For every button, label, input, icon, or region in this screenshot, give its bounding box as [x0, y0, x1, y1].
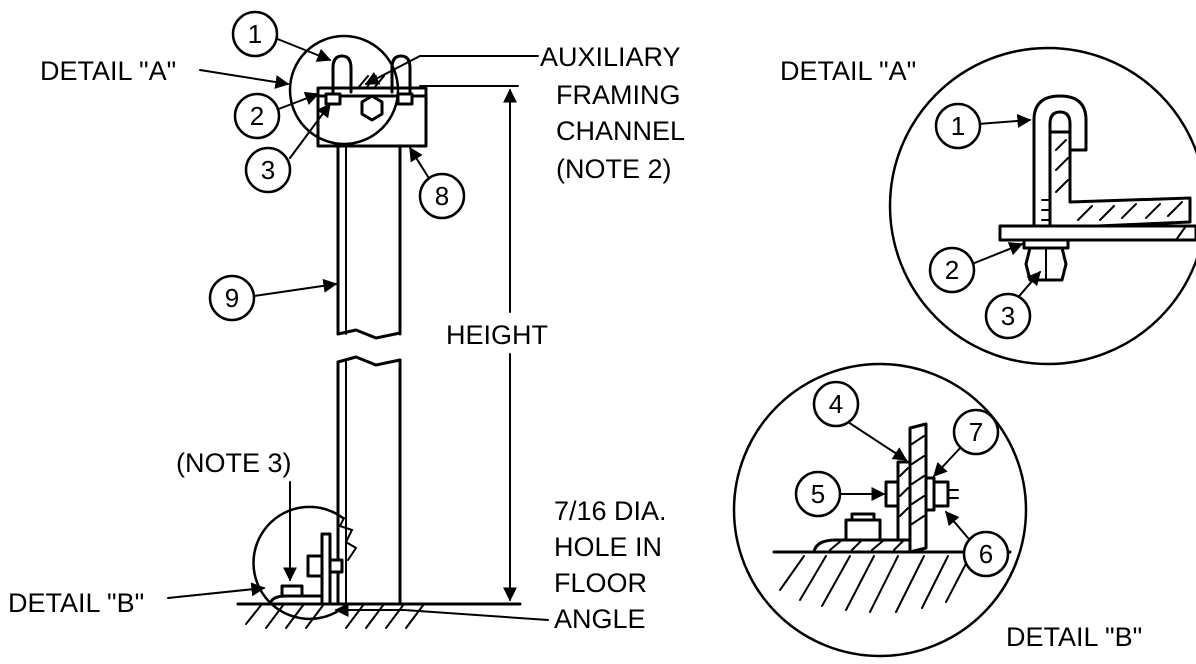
label-hole-3: FLOOR — [554, 568, 647, 598]
detail-b-circle — [252, 505, 345, 621]
svg-text:7: 7 — [969, 417, 983, 447]
label-aux-4: (NOTE 2) — [556, 154, 672, 184]
nut-b — [932, 480, 950, 508]
callout-8: 8 — [418, 172, 466, 220]
bolt-nut-left — [306, 554, 324, 578]
leader-3 — [289, 102, 331, 159]
label-detail-b-left: DETAIL "B" — [8, 588, 144, 618]
leader-hole-a — [403, 609, 549, 621]
nut-right — [396, 92, 414, 106]
svg-text:2: 2 — [250, 101, 264, 131]
label-height: HEIGHT — [446, 320, 548, 350]
detail-a-callout-3: 3 — [984, 292, 1032, 340]
detail-b-callout-7: 7 — [952, 408, 1000, 456]
svg-text:1: 1 — [951, 111, 965, 141]
leader-8 — [409, 146, 431, 181]
leader-1 — [269, 35, 332, 62]
base-plate — [998, 224, 1196, 242]
callout-3: 3 — [244, 146, 292, 194]
angle-base-large — [812, 538, 912, 554]
leader-b7 — [933, 445, 963, 478]
j-bolt-left — [331, 54, 353, 94]
callout-1: 1 — [231, 10, 279, 58]
post-break-upper — [336, 328, 402, 340]
leader-aux — [364, 55, 421, 85]
svg-text:6: 6 — [979, 539, 993, 569]
svg-text:3: 3 — [261, 155, 275, 185]
post-plate-large — [896, 460, 912, 542]
leader-9 — [253, 278, 338, 297]
bolt-head-large — [884, 480, 900, 508]
clamp-nut — [360, 94, 384, 122]
svg-text:1: 1 — [248, 19, 262, 49]
label-hole-2: HOLE IN — [554, 532, 662, 562]
svg-text:4: 4 — [829, 389, 843, 419]
leader-b4 — [847, 421, 908, 461]
svg-text:5: 5 — [811, 479, 825, 509]
detail-a-callout-2: 2 — [928, 246, 976, 294]
nut-left — [324, 92, 342, 106]
anchor-nut-large — [844, 518, 882, 542]
detail-b-callout-6: 6 — [962, 530, 1010, 578]
detail-a-large-circle — [888, 46, 1196, 366]
main-view: 1 2 3 8 9 DETAIL "A" AUXILIARY FRAMING C… — [8, 10, 685, 634]
label-detail-a-right: DETAIL "A" — [780, 56, 916, 86]
leader-a1 — [977, 113, 1032, 128]
detail-a-callout-1: 1 — [934, 102, 982, 150]
leader-a2 — [971, 242, 1024, 265]
detail-a-view: 1 2 3 DETAIL "A" — [780, 46, 1196, 366]
anchor-nut — [280, 584, 304, 598]
svg-text:8: 8 — [435, 181, 449, 211]
callout-2: 2 — [233, 92, 281, 140]
label-note3: (NOTE 3) — [176, 448, 292, 478]
label-detail-a-left: DETAIL "A" — [40, 56, 176, 86]
label-aux-2: FRAMING — [556, 80, 681, 110]
svg-text:2: 2 — [945, 255, 959, 285]
callout-9: 9 — [208, 274, 256, 322]
detail-b-view: 4 5 6 7 DETAIL "B" — [732, 362, 1142, 658]
svg-text:9: 9 — [225, 283, 239, 313]
detail-a-circle — [288, 34, 400, 146]
svg-text:3: 3 — [1001, 301, 1015, 331]
leader-b6 — [945, 510, 969, 539]
flange-hatch — [1055, 139, 1183, 221]
detail-b-callout-5: 5 — [794, 470, 842, 518]
leader-detail-b — [167, 582, 266, 599]
detail-b-floor-hatch — [779, 555, 971, 613]
label-aux-1: AUXILIARY — [540, 42, 681, 72]
label-aux-3: CHANNEL — [556, 116, 685, 146]
label-hole-4: ANGLE — [554, 604, 646, 634]
leader-2 — [275, 91, 320, 111]
floor-hatch — [245, 603, 425, 629]
leader-detail-a — [199, 69, 290, 89]
detail-b-large-circle — [732, 362, 1028, 658]
detail-b-break — [338, 517, 358, 561]
detail-b-callout-4: 4 — [812, 380, 860, 428]
label-hole-1: 7/16 DIA. — [554, 496, 667, 526]
post-break-lower — [336, 355, 402, 367]
label-detail-b-right: DETAIL "B" — [1006, 622, 1142, 652]
bolt-nut-right — [328, 558, 344, 574]
